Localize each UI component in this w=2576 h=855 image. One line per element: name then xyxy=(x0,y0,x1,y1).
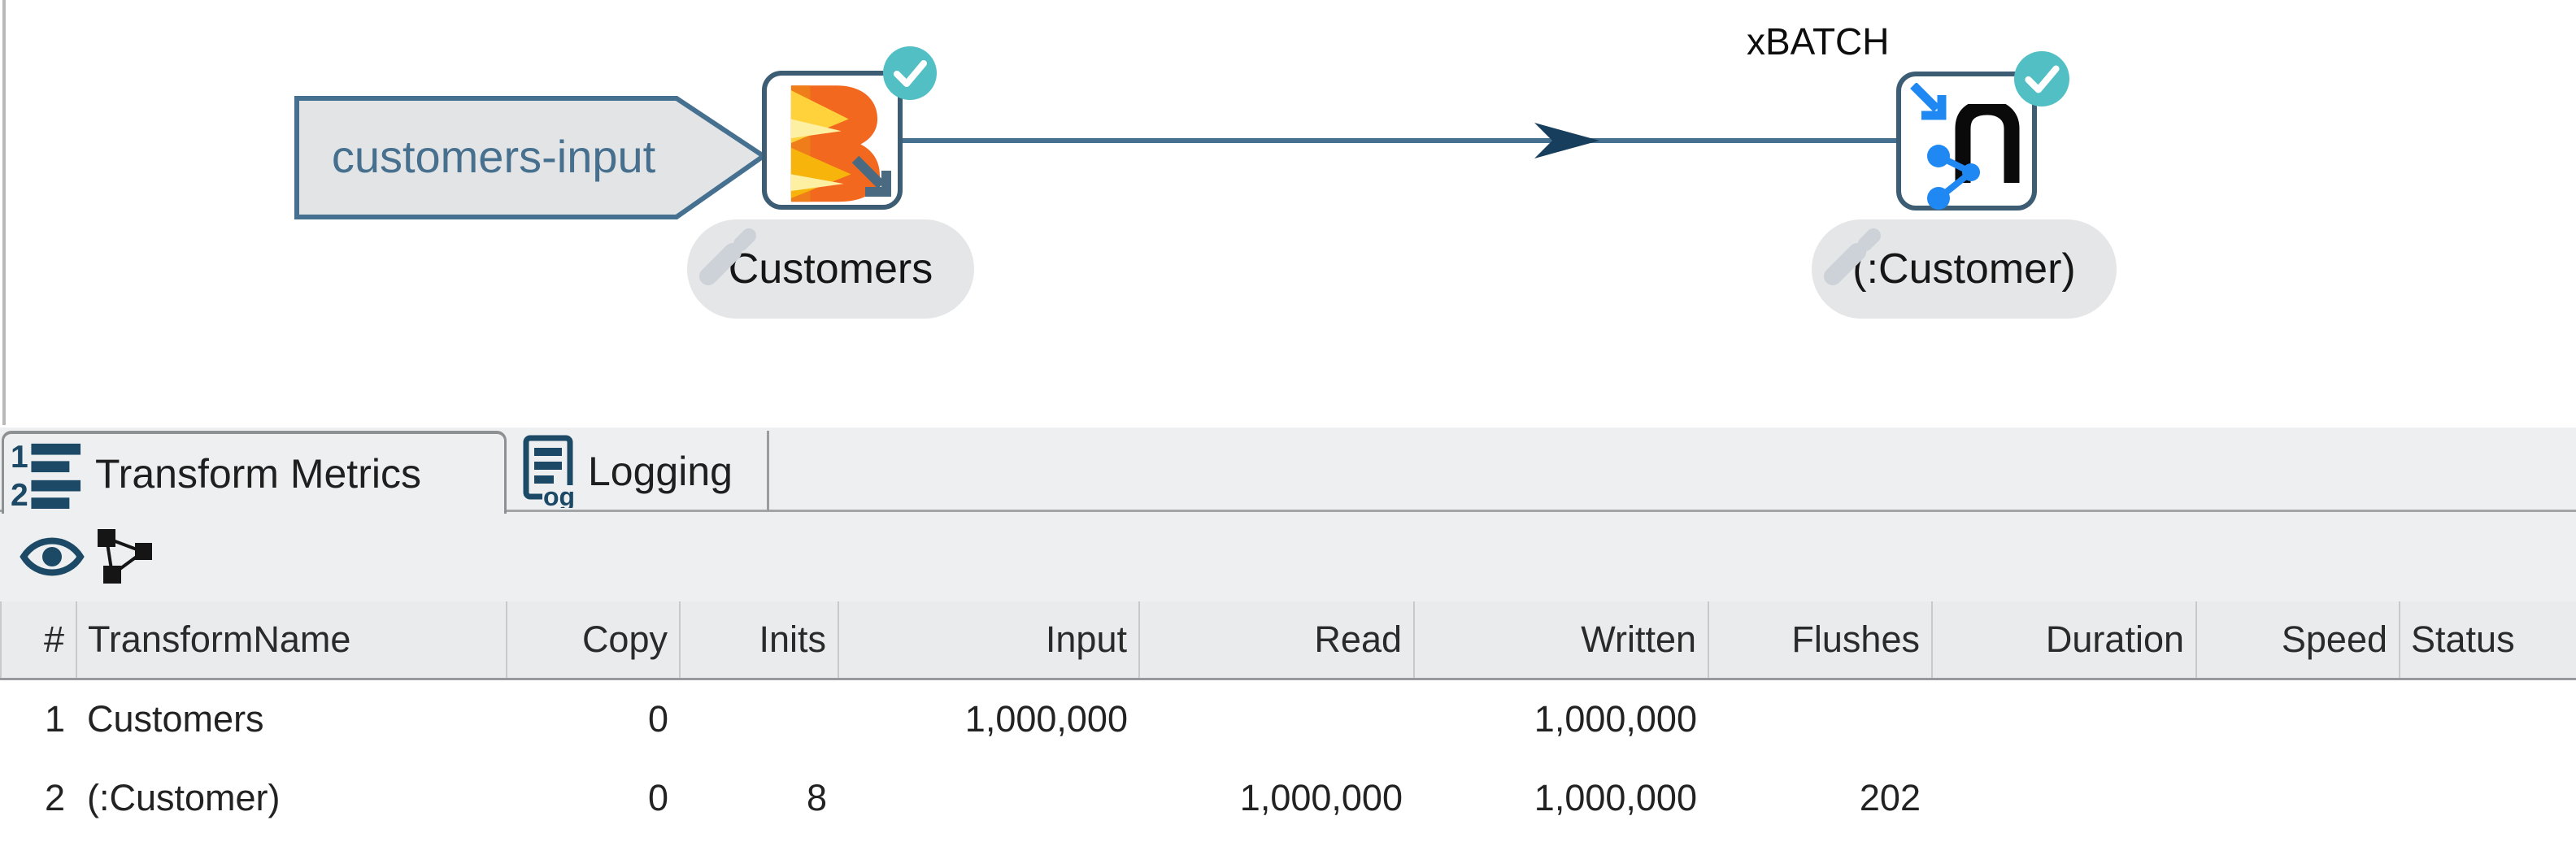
transform-label-customer-output[interactable]: (:Customer) xyxy=(1812,219,2117,319)
transform-name-label: Customers xyxy=(728,245,933,293)
metric-cell: 1,000,000 xyxy=(1414,679,1708,758)
metric-cell: (:Customer) xyxy=(76,758,507,838)
metric-cell xyxy=(1139,679,1414,758)
column-header-flushes[interactable]: Flushes xyxy=(1708,601,1933,680)
input-arrow-blue-icon xyxy=(1910,83,1947,120)
svg-text:og: og xyxy=(543,482,575,508)
svg-text:1: 1 xyxy=(11,440,28,475)
tab-transform-metrics[interactable]: 1 2 Transform Metrics xyxy=(2,431,507,514)
metrics-row[interactable]: 2 (:Customer) 0 8 1,000,000 1,000,000 20… xyxy=(1,758,2576,838)
metric-cell: 8 xyxy=(680,758,838,838)
metric-cell: Customers xyxy=(76,679,507,758)
node-annotation: xBATCH xyxy=(1747,20,1890,63)
column-header-speed[interactable]: Speed xyxy=(2196,601,2400,680)
hop-connection[interactable] xyxy=(903,114,1899,167)
check-badge-icon xyxy=(2014,51,2069,106)
pipeline-graph-button[interactable] xyxy=(94,512,158,601)
column-header-number[interactable]: # xyxy=(0,601,77,680)
column-header-read[interactable]: Read xyxy=(1139,601,1415,680)
beam-b-icon xyxy=(790,85,880,202)
metrics-toolbar xyxy=(0,512,2576,601)
note-label: customers-input xyxy=(331,130,656,182)
hop-arrowhead-icon xyxy=(1534,123,1599,158)
numbered-list-icon: 1 2 xyxy=(11,440,81,509)
eye-icon xyxy=(20,537,85,576)
check-badge-icon xyxy=(883,46,937,100)
transform-label-customers[interactable]: Customers xyxy=(687,219,974,319)
graph-nodes-icon xyxy=(98,529,152,584)
metric-cell xyxy=(2196,679,2400,758)
edit-pencil-icon xyxy=(699,228,756,285)
tab-logging[interactable]: og Logging xyxy=(507,431,769,511)
column-header-inits[interactable]: Inits xyxy=(680,601,839,680)
input-arrow-icon xyxy=(851,156,891,197)
column-header-status[interactable]: Status xyxy=(2400,601,2576,680)
note-arrow-shape xyxy=(294,96,768,219)
svg-text:2: 2 xyxy=(11,478,28,509)
metric-cell xyxy=(680,679,838,758)
metrics-row[interactable]: 1 Customers 0 1,000,000 1,000,000 xyxy=(1,679,2576,758)
metric-cell: 1,000,000 xyxy=(1414,758,1708,838)
column-header-transformname[interactable]: TransformName xyxy=(76,601,507,680)
neo4j-graph-icon xyxy=(1927,104,2020,210)
metric-cell xyxy=(2400,758,2576,838)
metric-cell: 0 xyxy=(507,758,680,838)
metric-cell xyxy=(1932,679,2196,758)
metrics-header-row: # TransformName Copy Inits Input Read Wr… xyxy=(0,601,2576,680)
tab-label: Transform Metrics xyxy=(95,451,421,497)
metric-cell xyxy=(1708,679,1932,758)
metric-cell: 0 xyxy=(507,679,680,758)
window-left-border xyxy=(2,0,6,425)
transform-name-label: (:Customer) xyxy=(1852,245,2076,293)
column-header-copy[interactable]: Copy xyxy=(507,601,681,680)
metric-cell xyxy=(838,758,1139,838)
column-header-input[interactable]: Input xyxy=(838,601,1140,680)
metric-cell: 1,000,000 xyxy=(838,679,1139,758)
transform-node-customers[interactable] xyxy=(762,46,937,210)
metric-cell xyxy=(1932,758,2196,838)
column-header-duration[interactable]: Duration xyxy=(1932,601,2197,680)
transform-metrics-table: # TransformName Copy Inits Input Read Wr… xyxy=(0,601,2576,838)
metric-cell: 202 xyxy=(1708,758,1932,838)
edit-pencil-icon xyxy=(1824,228,1881,285)
log-icon: og xyxy=(523,435,575,508)
metric-cell xyxy=(2196,758,2400,838)
transform-node-customer-output[interactable] xyxy=(1896,51,2069,210)
column-header-written[interactable]: Written xyxy=(1414,601,1709,680)
input-note-arrow[interactable]: customers-input xyxy=(294,96,768,219)
pipeline-canvas[interactable]: customers-input xyxy=(0,0,2576,428)
show-hide-eye-button[interactable] xyxy=(20,512,85,601)
metric-cell xyxy=(2400,679,2576,758)
tab-label: Logging xyxy=(588,448,733,494)
metric-cell: 2 xyxy=(1,758,76,838)
metric-cell: 1 xyxy=(1,679,76,758)
metric-cell: 1,000,000 xyxy=(1139,758,1414,838)
